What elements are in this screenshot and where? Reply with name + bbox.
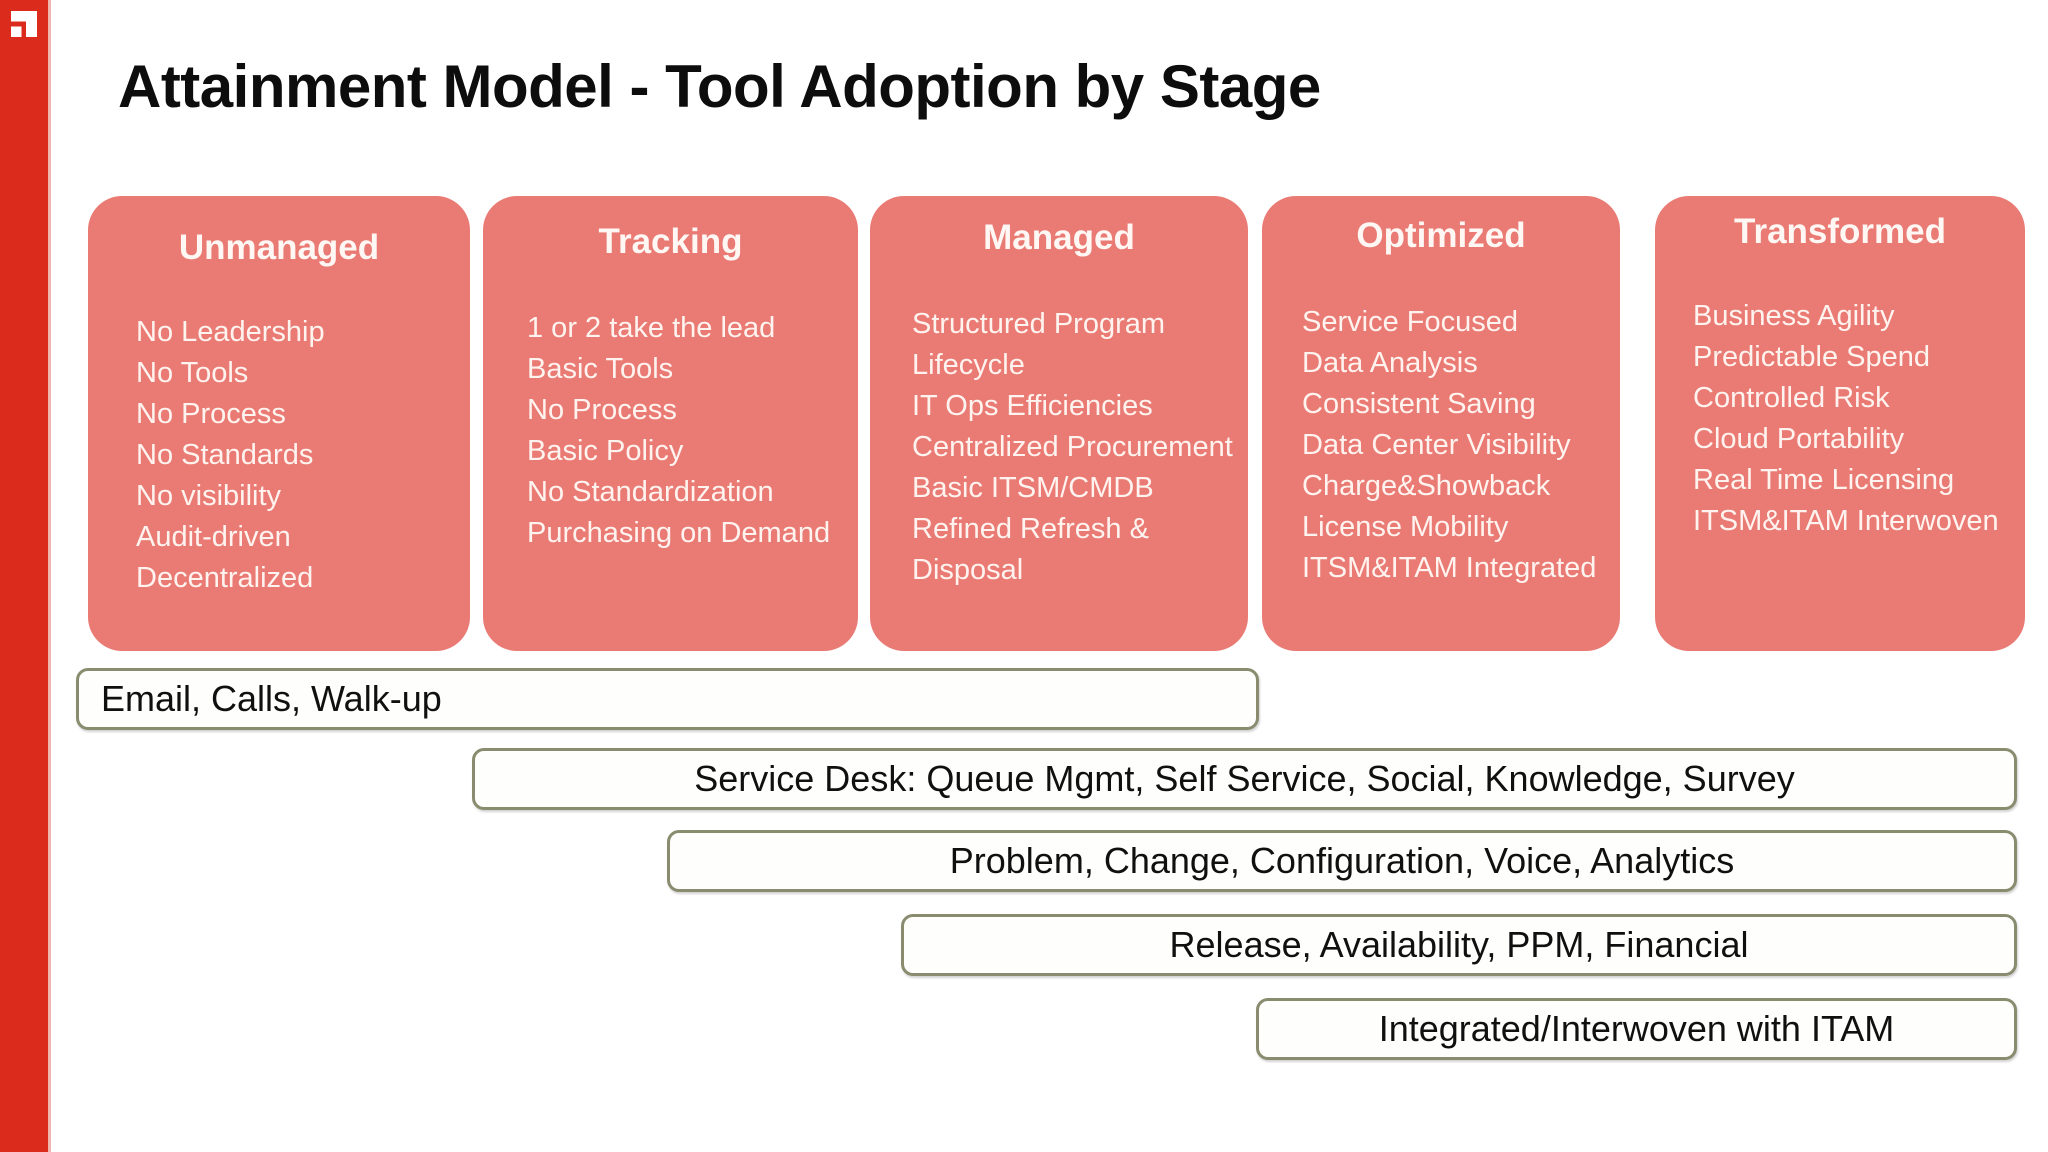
capability-bar-release-availability: Release, Availability, PPM, Financial <box>901 914 2017 976</box>
capability-bar-problem-change: Problem, Change, Configuration, Voice, A… <box>667 830 2017 892</box>
capability-bar-integrated-itam: Integrated/Interwoven with ITAM <box>1256 998 2017 1060</box>
stage-list-item: 1 or 2 take the lead <box>527 312 776 344</box>
stage-card-row: Unmanaged No Leadership No Tools No Proc… <box>0 196 2048 656</box>
stage-title-transformed: Transformed <box>1734 212 1946 251</box>
stage-list-optimized: Service Focused Data Analysis Consistent… <box>1302 302 1660 589</box>
stage-list-item: Disposal <box>912 554 1024 586</box>
stage-card-transformed: Transformed Business Agility Predictable… <box>1655 196 2025 651</box>
stage-list-item: No visibility <box>136 480 282 512</box>
capability-bar-service-desk: Service Desk: Queue Mgmt, Self Service, … <box>472 748 2017 810</box>
stage-list-unmanaged: No Leadership No Tools No Process No Sta… <box>136 312 510 599</box>
stage-list-item: Decentralized <box>136 562 314 594</box>
stage-list-item: Predictable Spend <box>1693 341 1930 373</box>
stage-list-item: No Process <box>136 398 286 430</box>
corner-arrow-logo-icon <box>11 11 37 37</box>
stage-list-item: Lifecycle <box>912 349 1025 381</box>
stage-list-item: No Standardization <box>527 476 774 508</box>
stage-title-unmanaged: Unmanaged <box>178 228 380 267</box>
stage-list-tracking: 1 or 2 take the lead Basic Tools No Proc… <box>527 308 898 554</box>
stage-list-item: Business Agility <box>1693 300 1895 332</box>
stage-list-item: Refined Refresh & <box>912 513 1149 545</box>
capability-bar-label: Email, Calls, Walk-up <box>101 678 442 719</box>
capability-bar-label: Problem, Change, Configuration, Voice, A… <box>949 840 1735 881</box>
stage-list-item: Charge&Showback <box>1302 470 1551 502</box>
stage-list-item: Real Time Licensing <box>1693 464 1955 496</box>
stage-list-managed: Structured Program Lifecycle IT Ops Effi… <box>912 304 1288 591</box>
stage-card-unmanaged: Unmanaged No Leadership No Tools No Proc… <box>88 196 470 651</box>
stage-title-optimized: Optimized <box>1356 216 1526 255</box>
stage-list-item: No Tools <box>136 357 249 389</box>
stage-card-managed: Managed Structured Program Lifecycle IT … <box>870 196 1248 651</box>
stage-list-item: Centralized Procurement <box>912 431 1233 463</box>
stage-list-item: Controlled Risk <box>1693 382 1890 414</box>
stage-list-item: Purchasing on Demand <box>527 517 831 549</box>
stage-list-item: No Standards <box>136 439 314 471</box>
stage-list-item: Consistent Saving <box>1302 388 1536 420</box>
stage-title-tracking: Tracking <box>598 222 743 261</box>
page-title: Attainment Model - Tool Adoption by Stag… <box>118 53 1321 120</box>
stage-list-item: Data Analysis <box>1302 347 1478 379</box>
stage-title-managed: Managed <box>983 218 1135 257</box>
capability-bar-label: Release, Availability, PPM, Financial <box>1169 924 1749 965</box>
stage-list-item: ITSM&ITAM Integrated <box>1302 552 1597 584</box>
stage-list-item: Basic Policy <box>527 435 684 467</box>
capability-bar-label: Service Desk: Queue Mgmt, Self Service, … <box>694 758 1795 799</box>
stage-list-transformed: Business Agility Predictable Spend Contr… <box>1693 296 2048 542</box>
stage-list-item: Structured Program <box>912 308 1166 340</box>
stage-list-item: License Mobility <box>1302 511 1509 543</box>
stage-list-item: Basic Tools <box>527 353 674 385</box>
stage-list-item: No Leadership <box>136 316 325 348</box>
stage-list-item: No Process <box>527 394 677 426</box>
stage-list-item: IT Ops Efficiencies <box>912 390 1153 422</box>
capability-bar-email-calls-walkup: Email, Calls, Walk-up <box>76 668 1259 730</box>
stage-card-optimized: Optimized Service Focused Data Analysis … <box>1262 196 1620 651</box>
capability-bar-label: Integrated/Interwoven with ITAM <box>1378 1008 1895 1049</box>
stage-list-item: ITSM&ITAM Interwoven <box>1693 505 1999 537</box>
stage-list-item: Audit-driven <box>136 521 291 553</box>
stage-list-item: Basic ITSM/CMDB <box>912 472 1154 504</box>
accent-bar-edge <box>48 0 51 1152</box>
left-accent-bar <box>0 0 48 1152</box>
stage-list-item: Cloud Portability <box>1693 423 1905 455</box>
stage-list-item: Service Focused <box>1302 306 1518 338</box>
capability-bar-group: Email, Calls, Walk-up Service Desk: Queu… <box>0 668 2048 1088</box>
stage-list-item: Data Center Visibility <box>1302 429 1571 461</box>
stage-card-tracking: Tracking 1 or 2 take the lead Basic Tool… <box>483 196 858 651</box>
